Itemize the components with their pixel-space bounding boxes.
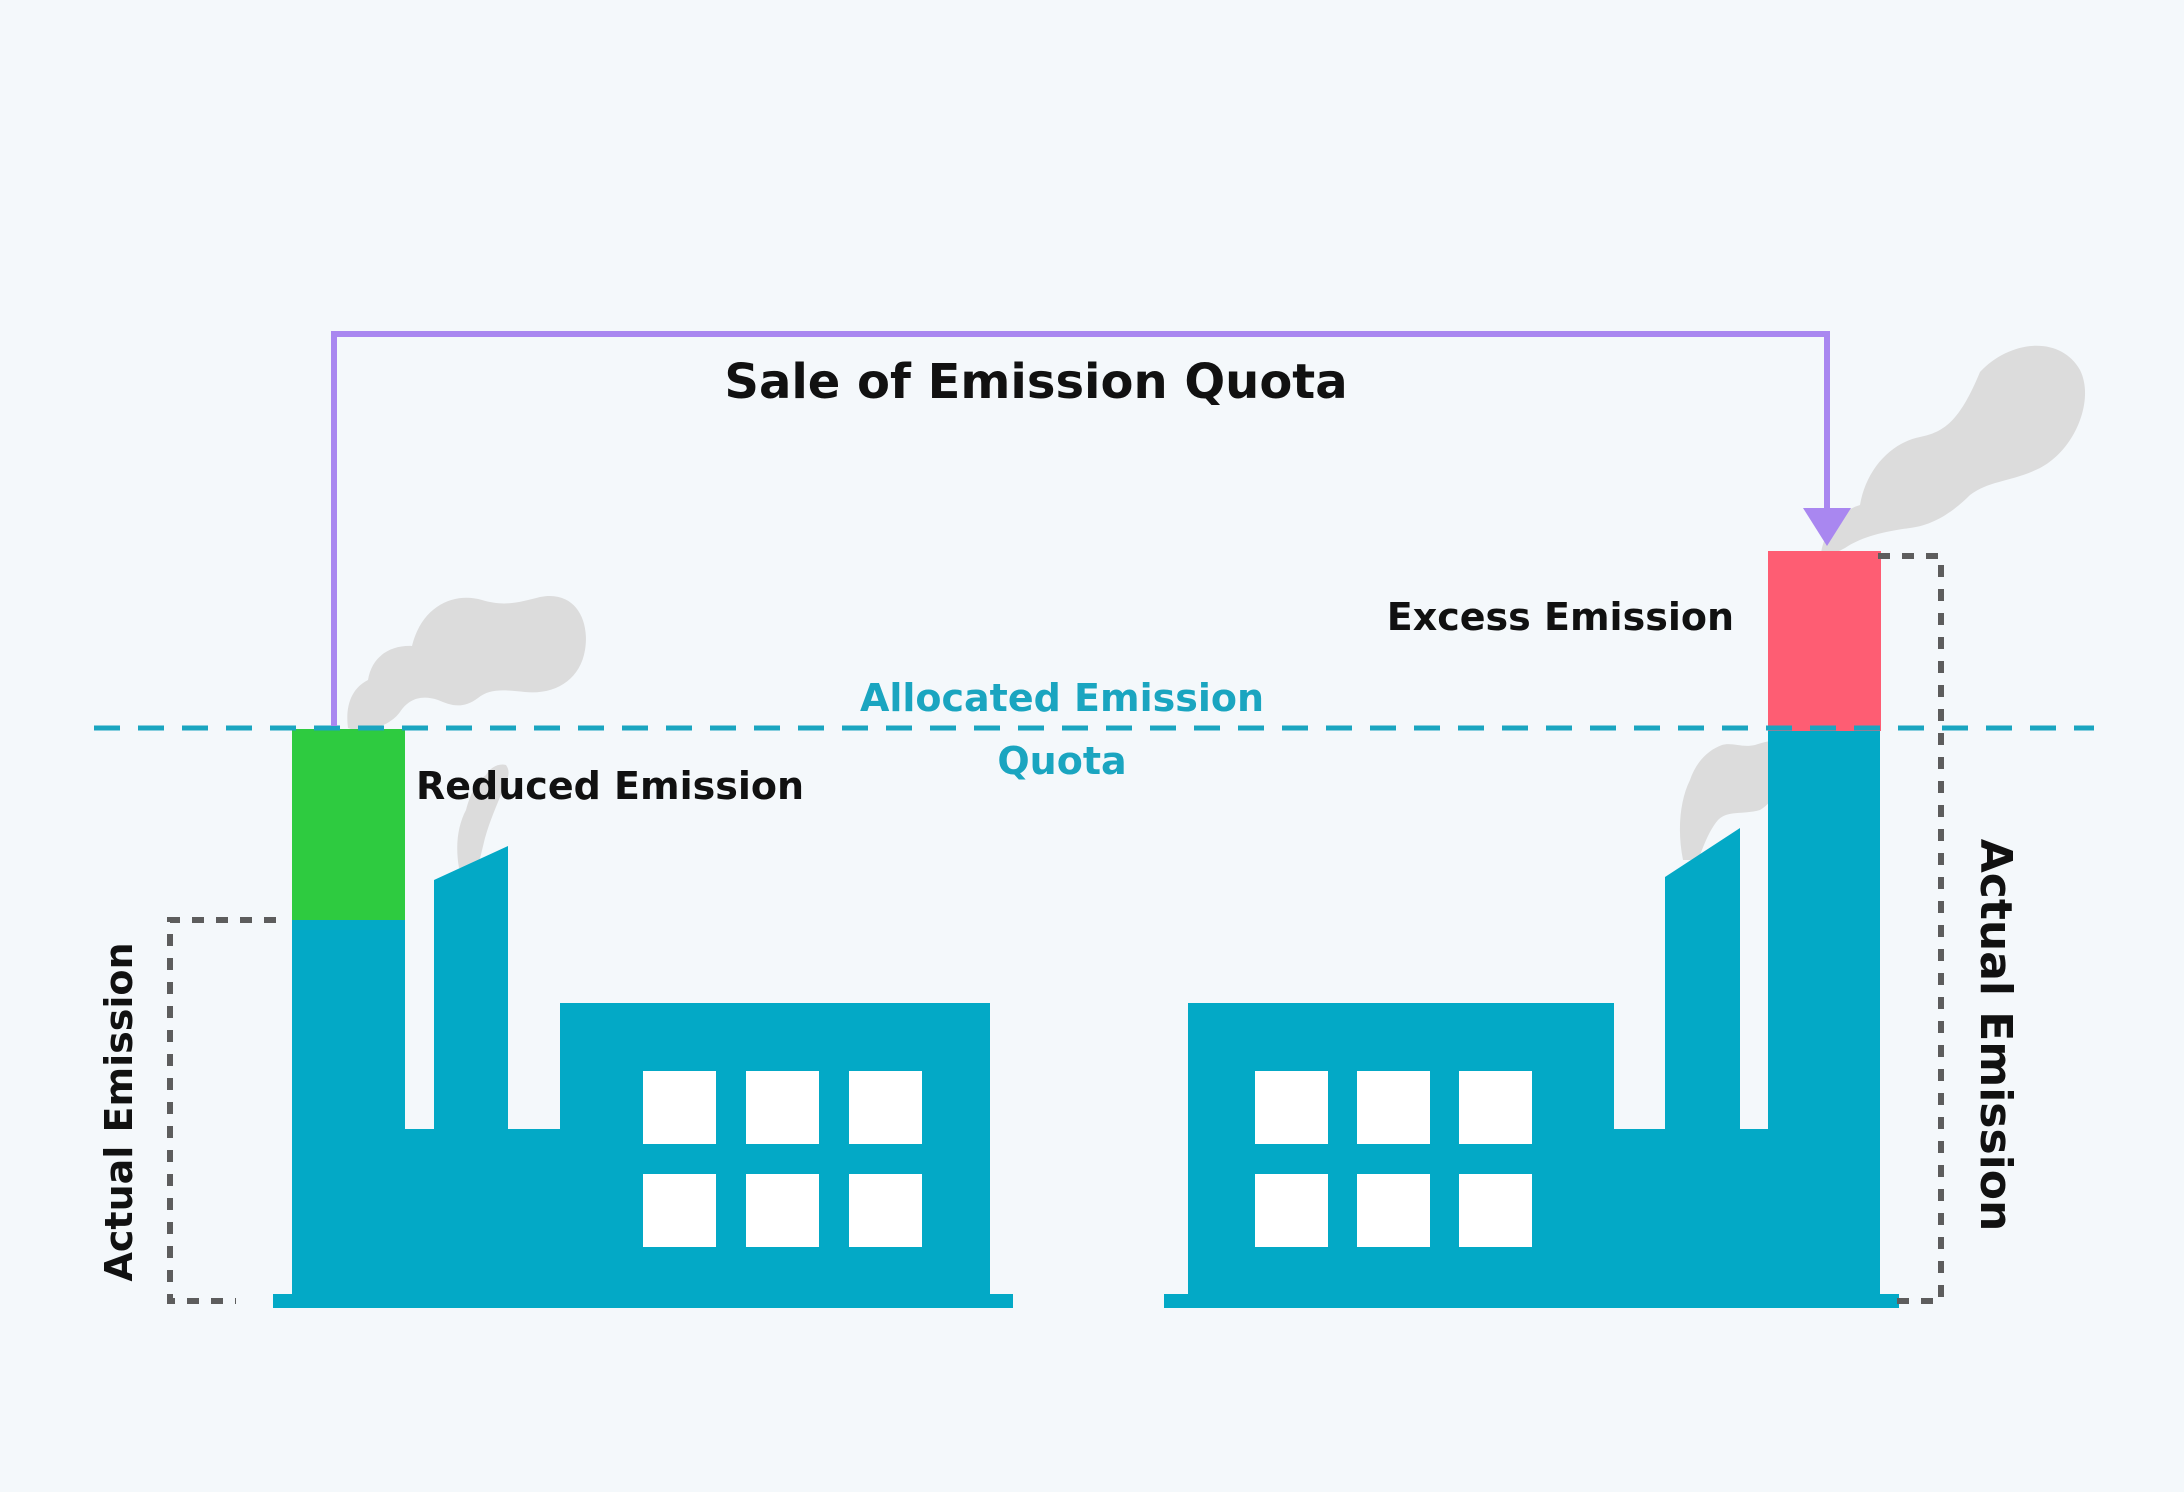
window [1357,1071,1430,1144]
right-smoke-large [1821,345,2086,555]
right-factory-windows [1255,1071,1532,1247]
right-actual-emission-bracket [1878,553,1944,1304]
window [746,1174,819,1247]
window [1357,1174,1430,1247]
excess-emission-block [1768,551,1881,731]
left-factory-windows [643,1071,922,1247]
window [849,1174,922,1247]
quota-label-line2: Quota [997,739,1126,783]
window [746,1071,819,1144]
right-factory-body [1188,729,1880,1294]
right-factory [1164,345,2086,1308]
left-factory [273,595,1013,1308]
actual-emission-left-label: Actual Emission [97,942,141,1281]
actual-emission-right-label: Actual Emission [1970,839,2021,1232]
window [643,1174,716,1247]
left-smoke-small [457,764,509,868]
sale-arrow [331,331,1851,726]
left-factory-ground [273,1294,1013,1308]
right-smoke-small [1679,740,1790,860]
window [643,1071,716,1144]
right-factory-ground [1164,1294,1899,1308]
sale-arrow-line [331,331,1830,726]
left-smoke-large [347,595,586,732]
reduced-emission-block [292,729,405,920]
left-actual-emission-bracket [167,917,276,1304]
window [1459,1174,1532,1247]
window [1255,1174,1328,1247]
window [849,1071,922,1144]
sale-arrow-head [1803,508,1851,546]
sale-title: Sale of Emission Quota [724,354,1347,410]
window [1255,1071,1328,1144]
excess-emission-label: Excess Emission [1387,595,1734,639]
window [1459,1071,1532,1144]
reduced-emission-label: Reduced Emission [416,764,804,808]
quota-label-line1: Allocated Emission [860,676,1264,720]
